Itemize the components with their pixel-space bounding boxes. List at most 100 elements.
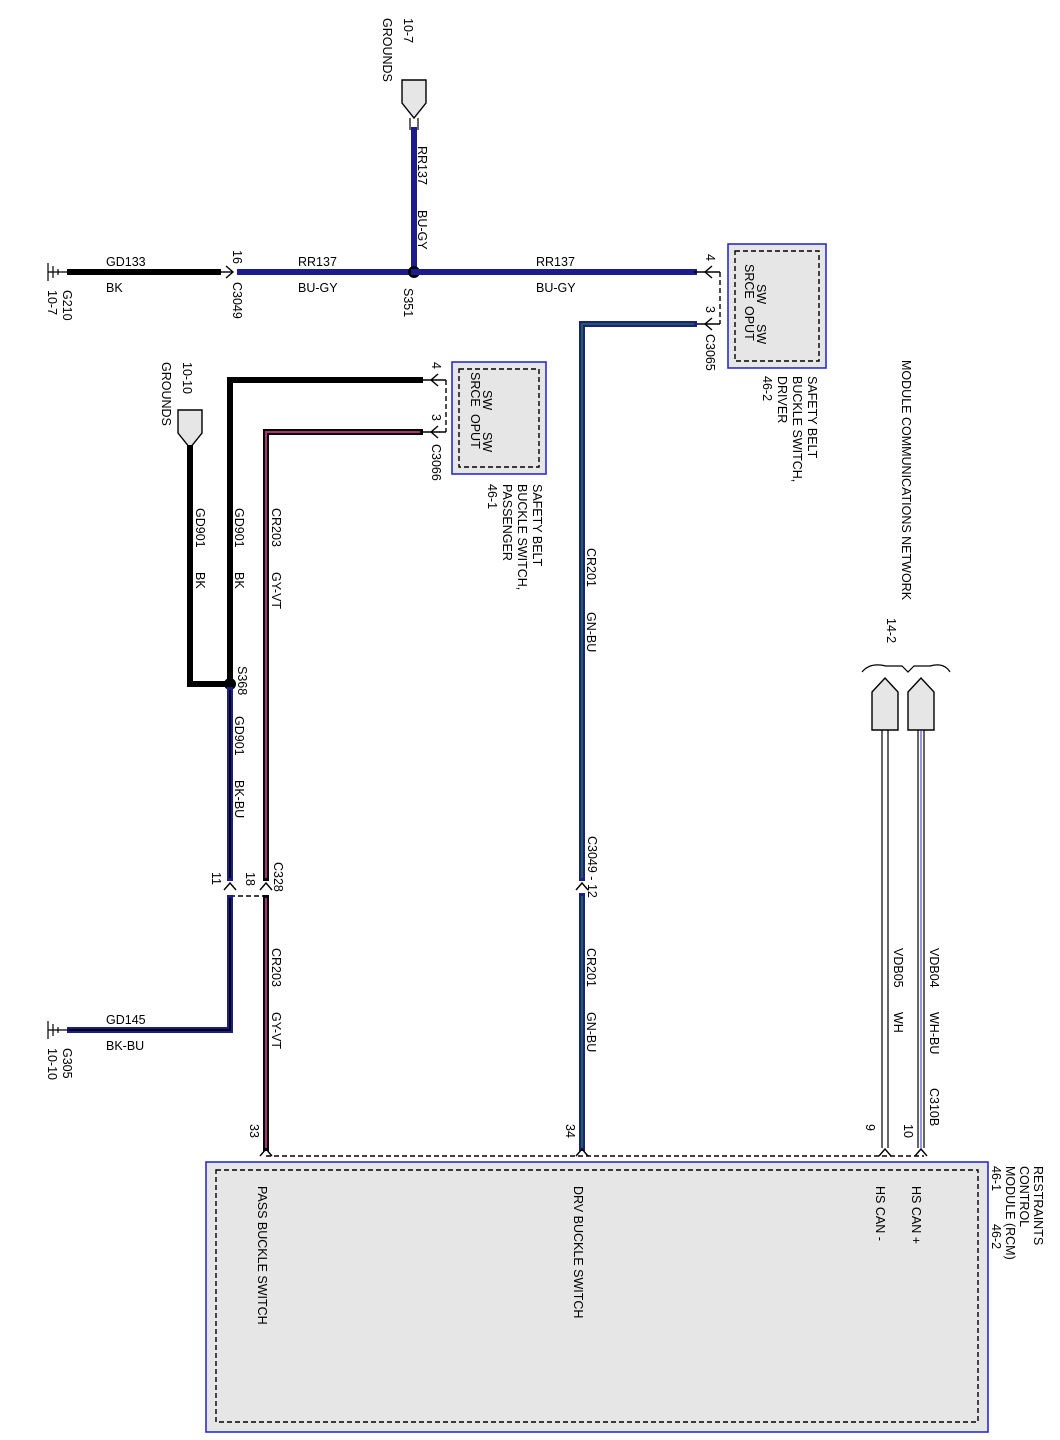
driver-switch-title-3: DRIVER bbox=[775, 376, 789, 423]
wire-cr203-top-stripe bbox=[265, 431, 420, 878]
wire-cr201-top bbox=[579, 321, 697, 881]
passenger-switch-title-3: PASSENGER bbox=[500, 484, 514, 561]
wire-vdb05-circuit: VDB05 bbox=[891, 948, 905, 988]
gd133-circuit: GD133 bbox=[106, 255, 146, 269]
wire-vdb04-color: WH-BU bbox=[927, 1012, 941, 1054]
wire-gd901-lower-circuit: GD901 bbox=[232, 716, 246, 756]
rcm-pass-buckle: PASS BUCKLE SWITCH bbox=[255, 1186, 269, 1325]
wire-gd901-sw-circuit: GD901 bbox=[232, 508, 246, 548]
wire-rr137-up-circuit: RR137 bbox=[415, 146, 429, 185]
network-brace bbox=[861, 664, 951, 673]
wire-cr201-bottom-circuit: CR201 bbox=[584, 948, 598, 987]
network-page: 14-2 bbox=[884, 618, 898, 643]
c3049-label-top: C3049 bbox=[230, 282, 244, 319]
wire-cr203-bottom-circuit: CR203 bbox=[269, 948, 283, 987]
driver-switch-inner bbox=[734, 250, 820, 362]
mid-ground-label: GROUNDS bbox=[159, 362, 173, 426]
wire-cr201-top-stripe bbox=[581, 323, 694, 878]
passenger-switch-pin4: 4 bbox=[429, 362, 443, 369]
passenger-switch-title-4: 46-1 bbox=[485, 484, 499, 509]
ground-g210-symbol bbox=[47, 263, 70, 281]
splice-s351-label: S351 bbox=[401, 288, 415, 317]
driver-switch-pin-label-1: SW bbox=[754, 284, 768, 304]
passenger-switch-pin3: 3 bbox=[429, 414, 443, 421]
vdb05-connector bbox=[871, 676, 899, 731]
driver-switch-title-4: 46-2 bbox=[760, 376, 774, 401]
wire-gd145 bbox=[67, 895, 233, 1033]
network-title: MODULE COMMUNICATIONS NETWORK bbox=[899, 360, 913, 601]
top-ground-label: GROUNDS bbox=[380, 18, 394, 82]
c3049-pin16: 16 bbox=[230, 250, 244, 264]
c3049-pin12-label: C3049 - 12 bbox=[585, 836, 599, 898]
g210-page: 10-7 bbox=[45, 290, 59, 315]
driver-switch-pin-label-3: SW bbox=[754, 324, 768, 344]
wire-cr201-top-circuit: CR201 bbox=[584, 548, 598, 587]
wire-rr137-left-circuit: RR137 bbox=[298, 255, 337, 269]
wire-rr137-left-color: BU-GY bbox=[298, 281, 338, 295]
wire-rr137-right-color: BU-GY bbox=[536, 281, 576, 295]
rcm-title-5: 46-2 bbox=[989, 1224, 1003, 1249]
rcm-pin33: 33 bbox=[247, 1124, 261, 1138]
c328-pin-right: 18 bbox=[243, 872, 257, 886]
wire-cr203-top-color: GY-VT bbox=[269, 572, 283, 609]
gd133-color: BK bbox=[106, 281, 123, 295]
driver-switch-pin-label-2: SRCE bbox=[742, 264, 756, 299]
wire-gd901-ref bbox=[187, 445, 233, 687]
wire-vdb05-color: WH bbox=[891, 1012, 905, 1033]
g305-page: 10-10 bbox=[45, 1048, 59, 1080]
wire-gd901-sw-color: BK bbox=[232, 572, 246, 589]
g305-id: G305 bbox=[60, 1048, 74, 1079]
c310b-pin9: 9 bbox=[863, 1124, 877, 1131]
wire-rr137-right-circuit: RR137 bbox=[536, 255, 575, 269]
c328-label: C328 bbox=[271, 862, 285, 892]
rcm-box bbox=[205, 1161, 989, 1433]
rcm-pin-connectors bbox=[259, 1147, 928, 1157]
passenger-switch-pin4-connector bbox=[420, 373, 446, 387]
passenger-switch-box bbox=[451, 361, 547, 475]
passenger-switch-pin-label-1: SW bbox=[480, 390, 494, 410]
gd145-color: BK-BU bbox=[106, 1039, 144, 1053]
passenger-switch-title-2: BUCKLE SWITCH, bbox=[515, 484, 529, 590]
gd145-circuit: GD145 bbox=[106, 1013, 146, 1027]
rcm-title-4: 46-1 bbox=[989, 1166, 1003, 1191]
driver-switch-title-2: BUCKLE SWITCH, bbox=[790, 376, 804, 482]
rcm-title-3: MODULE (RCM) bbox=[1003, 1166, 1017, 1260]
passenger-switch-pin-label-4: OPUT bbox=[468, 414, 482, 449]
driver-switch-pin-label-4: OPUT bbox=[742, 306, 756, 341]
passenger-switch-inner bbox=[458, 368, 540, 468]
wire-cr201-top-color: GN-BU bbox=[584, 612, 598, 652]
passenger-switch-title-1: SAFETY BELT bbox=[530, 484, 544, 567]
rcm-hs-can-minus: HS CAN - bbox=[873, 1186, 887, 1241]
driver-switch-title-1: SAFETY BELT bbox=[805, 376, 819, 459]
c328-pin-left: 11 bbox=[209, 872, 223, 885]
rcm-inner bbox=[215, 1169, 979, 1423]
driver-switch-pin3-connector bbox=[694, 317, 720, 331]
rcm-hs-can-plus: HS CAN + bbox=[909, 1186, 923, 1244]
mid-ground-page: 10-10 bbox=[180, 362, 194, 394]
wire-cr201-bottom-color: GN-BU bbox=[584, 1012, 598, 1052]
wire-gd901-ref-color: BK bbox=[193, 572, 207, 589]
c3049-pin12-connector bbox=[575, 881, 589, 891]
passenger-switch-pin3-connector bbox=[420, 425, 446, 439]
c3049-pin16-connector bbox=[218, 265, 235, 279]
driver-switch-pin3: 3 bbox=[703, 306, 717, 313]
rcm-drv-buckle: DRV BUCKLE SWITCH bbox=[571, 1186, 585, 1318]
ground-g305-symbol bbox=[47, 1021, 70, 1039]
top-ground-page: 10-7 bbox=[401, 18, 415, 43]
wire-rr137-up-color: BU-GY bbox=[415, 210, 429, 250]
driver-switch-connector: C3065 bbox=[703, 334, 717, 371]
mid-ground-connector bbox=[177, 409, 203, 450]
driver-switch-pin4-connector bbox=[694, 265, 720, 279]
c310b-label: C310B bbox=[927, 1088, 941, 1126]
rcm-pin34: 34 bbox=[563, 1124, 577, 1138]
wire-cr203-bottom-color: GY-VT bbox=[269, 1012, 283, 1049]
splice-s368-label: S368 bbox=[235, 666, 249, 695]
wire-gd145-stripe bbox=[70, 898, 231, 1031]
top-ground-connector bbox=[401, 79, 427, 130]
c310b-pin10: 10 bbox=[901, 1124, 915, 1138]
wire-gd901-lower-color: BK-BU bbox=[232, 780, 246, 818]
wire-cr203-top-circuit: CR203 bbox=[269, 508, 283, 547]
wire-gd901-switch bbox=[227, 377, 423, 881]
driver-switch-pin4: 4 bbox=[703, 254, 717, 261]
